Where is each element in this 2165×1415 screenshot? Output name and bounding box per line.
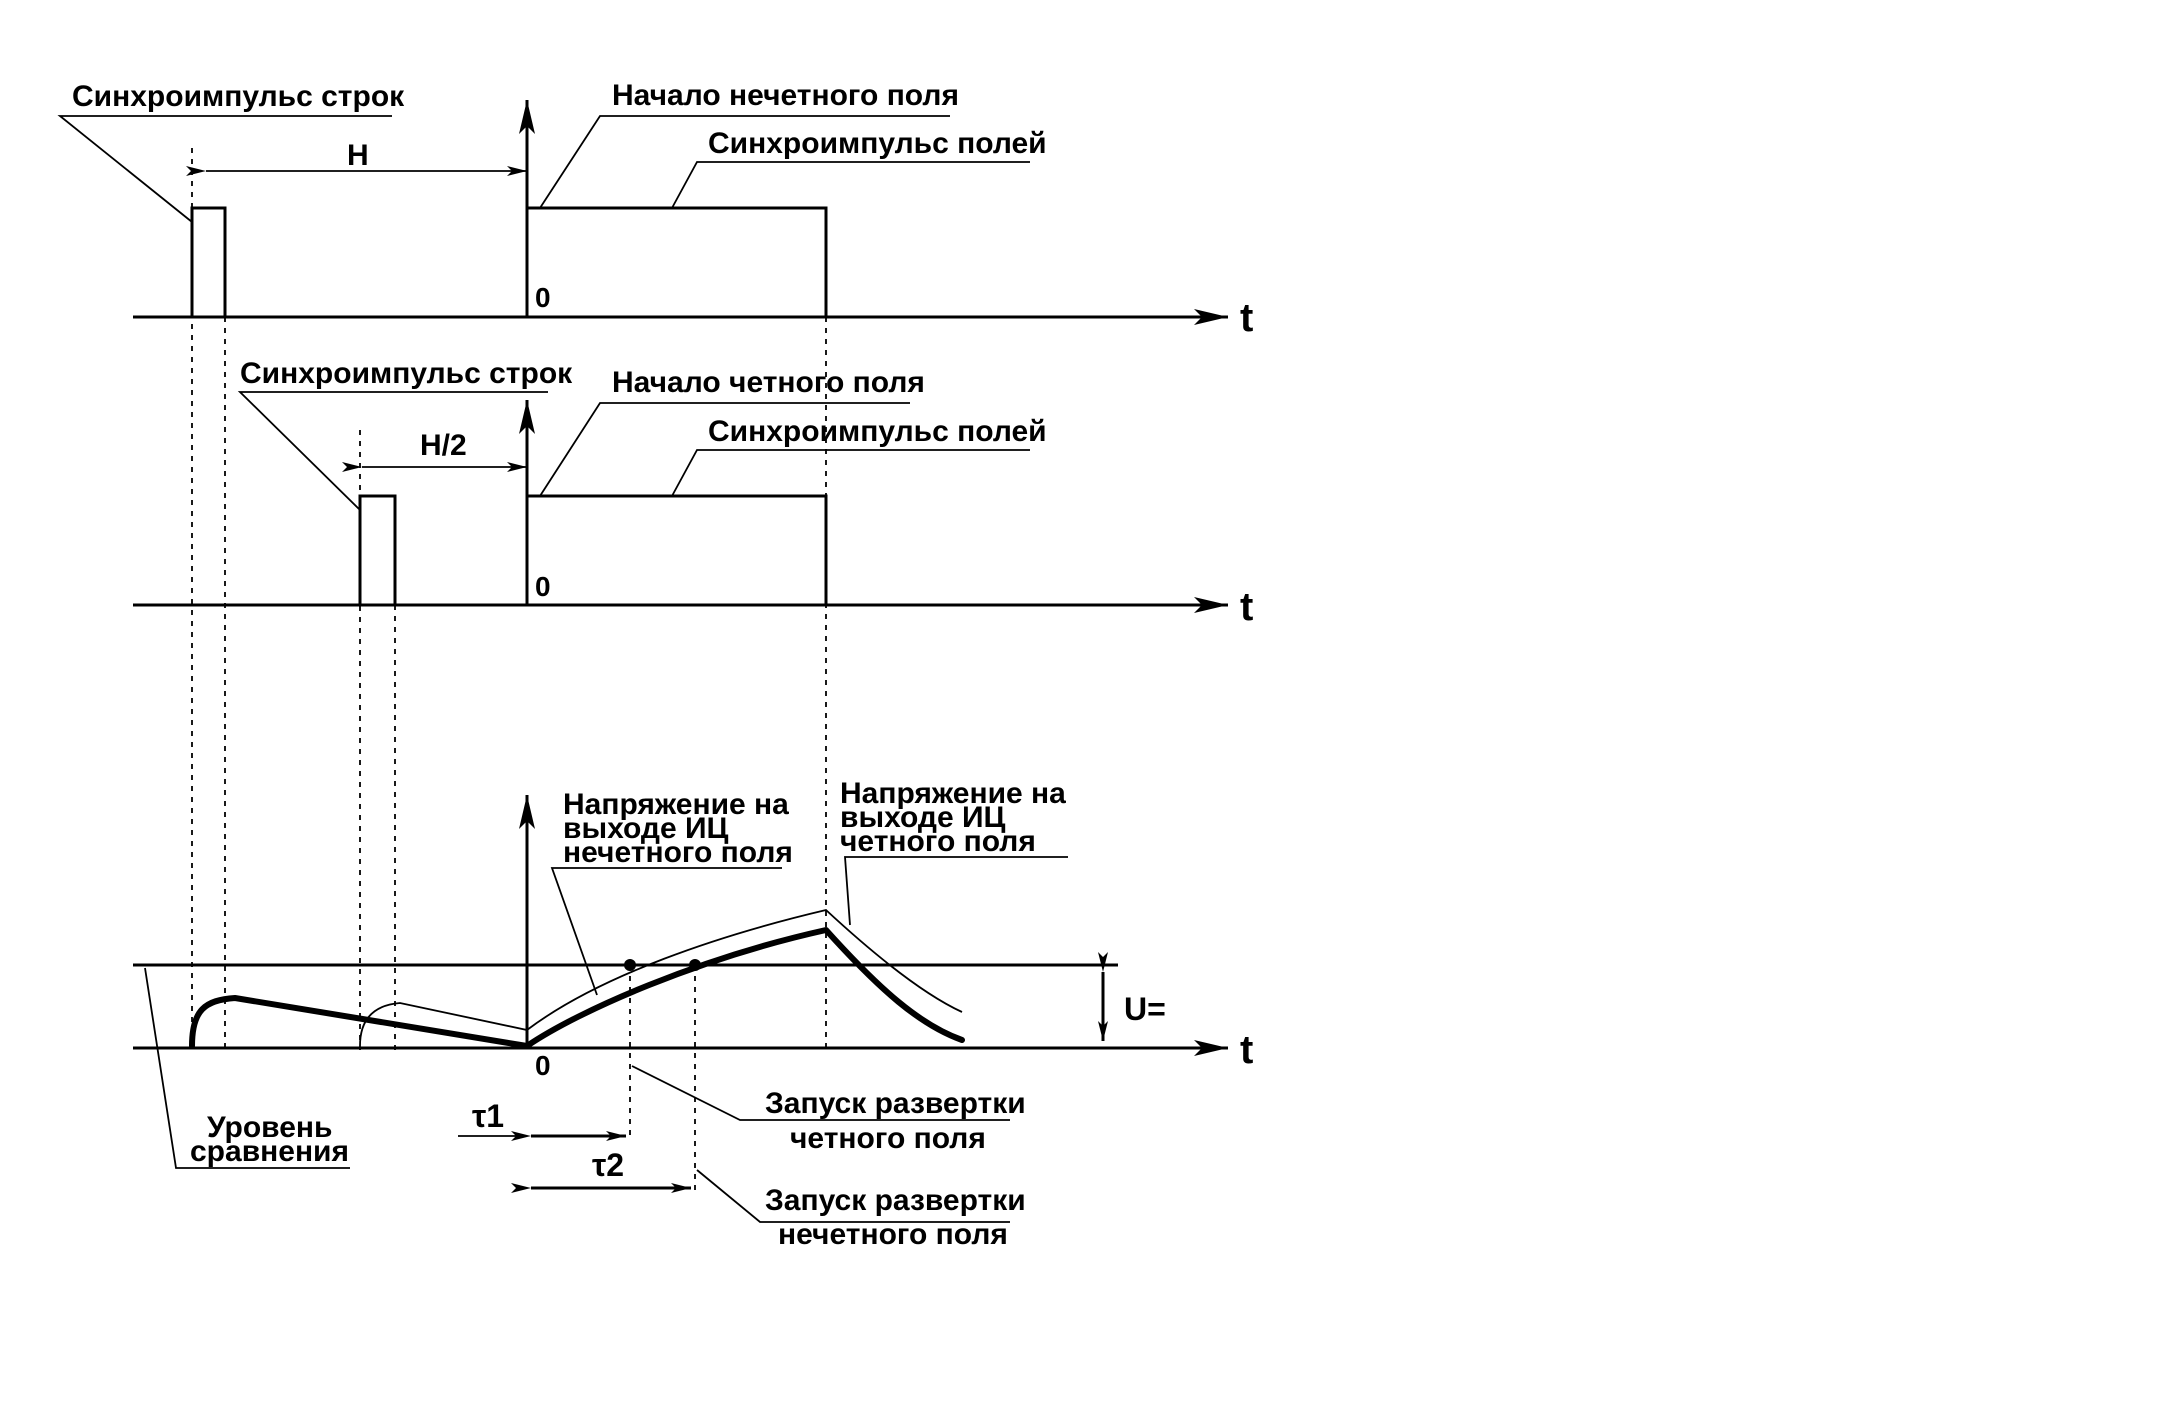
even-sweep-label-line1: Запуск развертки	[765, 1087, 1026, 1120]
field-sync-leader-2	[671, 449, 1030, 497]
field-sync-label-1: Синхроимпульс полей	[708, 127, 1047, 160]
line-sync-label-1: Синхроимпульс строк	[72, 80, 405, 113]
field-start-leader-2	[539, 402, 910, 497]
interval-h2-label: H/2	[420, 429, 467, 462]
crossing-point-even	[624, 959, 636, 971]
odd-sweep-label-line1: Запуск развертки	[765, 1184, 1026, 1217]
line-sync-pulse-1	[190, 206, 227, 317]
line-sync-leader-1	[57, 115, 392, 223]
even-sweep-leader	[631, 1065, 1010, 1121]
origin-label-1: 0	[535, 282, 551, 313]
tau2-label: τ2	[592, 1147, 624, 1183]
line-sync-pulse-2	[358, 494, 397, 605]
even-voltage-leader	[844, 856, 1068, 926]
time-axis-label-1: t	[1240, 296, 1253, 340]
odd-voltage-label-line1: Напряжение на	[563, 788, 789, 821]
odd-field-integrator-curve	[189, 927, 965, 1049]
even-voltage-label-line2: выходе ИЦ	[840, 801, 1006, 834]
field-sync-pulse-1	[525, 206, 828, 317]
odd-sweep-leader	[696, 1169, 1010, 1223]
origin-label-3: 0	[535, 1050, 551, 1081]
interval-h-label: H	[347, 139, 369, 172]
even-field-integrator-curve	[359, 909, 963, 1047]
panel-integrator: t 0 U= Напряжение на выходе ИЦ нечетного…	[133, 777, 1253, 1251]
field-sync-pulse-2	[525, 494, 828, 605]
origin-label-2: 0	[535, 571, 551, 602]
threshold-label: U=	[1124, 991, 1166, 1027]
even-voltage-label-line3: четного поля	[840, 825, 1036, 858]
even-sweep-label-line2: четного поля	[790, 1122, 986, 1155]
time-axis-label-3: t	[1240, 1028, 1253, 1072]
even-voltage-label-line1: Напряжение на	[840, 777, 1066, 810]
comparison-level-label-line2: сравнения	[190, 1135, 349, 1168]
crossing-point-odd	[689, 959, 701, 971]
field-start-label-1: Начало нечетного поля	[612, 79, 959, 112]
time-axis-label-2: t	[1240, 585, 1253, 629]
field-sync-leader-1	[671, 161, 1030, 209]
field-start-label-2: Начало четного поля	[612, 366, 925, 399]
odd-sweep-label-line2: нечетного поля	[778, 1218, 1008, 1251]
line-sync-label-2: Синхроимпульс строк	[240, 357, 573, 390]
odd-voltage-leader	[550, 867, 782, 996]
comparison-level-label-line1: Уровень	[207, 1111, 332, 1144]
comparison-level-leader	[144, 967, 350, 1169]
alignment-guides	[191, 148, 827, 1195]
field-start-leader-1	[539, 115, 950, 209]
tau1-label: τ1	[472, 1098, 504, 1134]
panel-odd-field: t 0 H Синхроимпульс строк Начало нечетно…	[57, 79, 1253, 340]
panel-even-field: t 0 H/2 Синхроимпульс строк Начало четно…	[133, 357, 1253, 629]
field-sync-label-2: Синхроимпульс полей	[708, 415, 1047, 448]
line-sync-leader-2	[237, 391, 548, 511]
odd-voltage-label-line3: нечетного поля	[563, 836, 793, 869]
odd-voltage-label-line2: выходе ИЦ	[563, 812, 729, 845]
